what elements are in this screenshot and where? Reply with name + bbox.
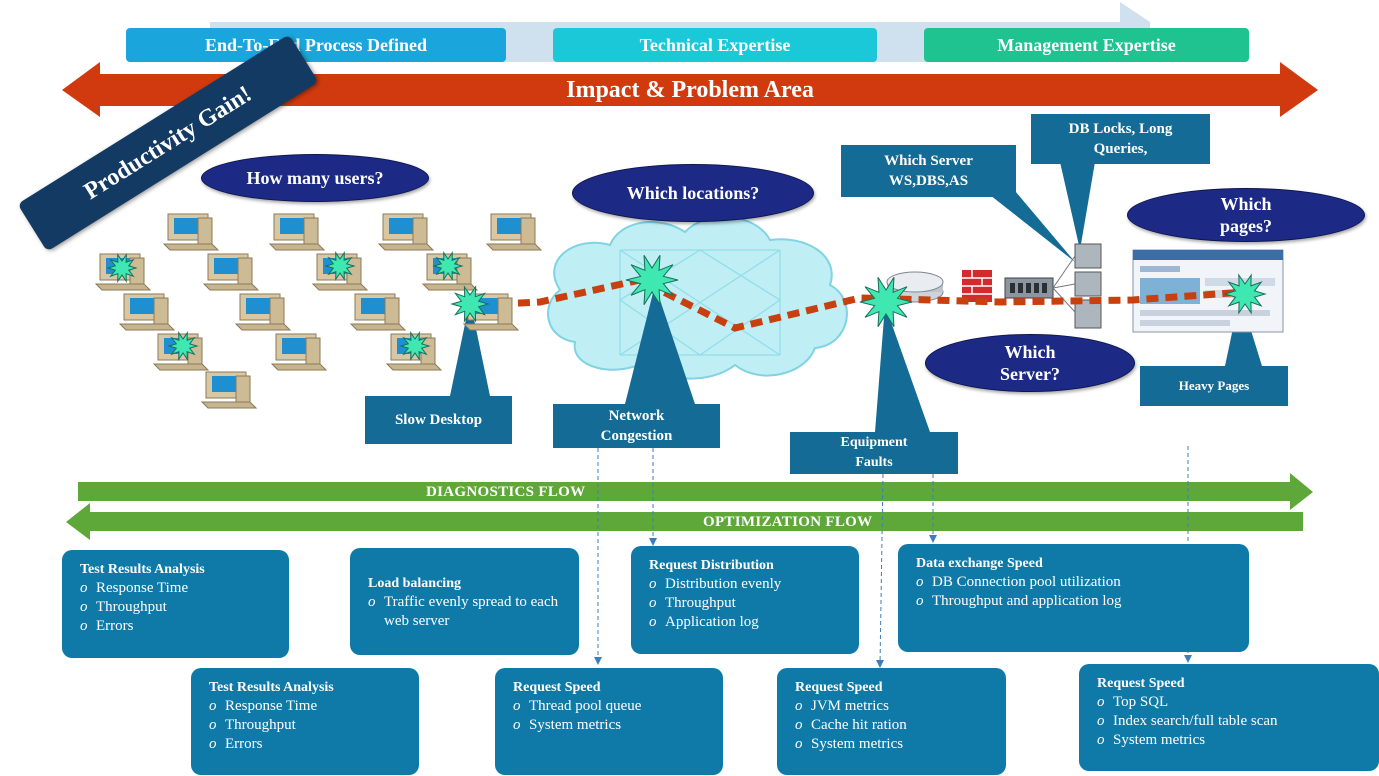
server-stack-icon bbox=[1052, 243, 1102, 329]
question-locations: Which locations? bbox=[572, 164, 814, 222]
card-item: Index search/full table scan bbox=[1097, 712, 1365, 731]
computer-icon bbox=[200, 371, 258, 409]
card-data-exchange: Data exchange Speed DB Connection pool u… bbox=[898, 544, 1249, 652]
card-item: Thread pool queue bbox=[513, 697, 709, 716]
card-item: Top SQL bbox=[1097, 693, 1365, 712]
computer-icon bbox=[485, 213, 543, 251]
computer-icon bbox=[270, 333, 328, 371]
card-title: Request Speed bbox=[795, 680, 883, 695]
impact-banner-label: Impact & Problem Area bbox=[566, 77, 814, 103]
card-item: Errors bbox=[80, 617, 275, 636]
burst-icon bbox=[106, 253, 138, 283]
callout-equipment-faults: Equipment Faults bbox=[790, 432, 958, 474]
diagnostics-flow-arrow bbox=[78, 473, 1313, 510]
burst-icon bbox=[399, 331, 431, 361]
card-title: Request Speed bbox=[513, 680, 601, 695]
card-items: JVM metrics Cache hit ration System metr… bbox=[795, 697, 992, 754]
card-items: Top SQL Index search/full table scan Sys… bbox=[1097, 693, 1365, 750]
card-item: Distribution evenly bbox=[649, 575, 845, 594]
card-item: Throughput and application log bbox=[916, 592, 1235, 611]
computer-icon bbox=[202, 253, 260, 291]
card-item: DB Connection pool utilization bbox=[916, 573, 1235, 592]
card-title: Request Distribution bbox=[649, 558, 774, 573]
computer-icon bbox=[377, 213, 435, 251]
card-title: Test Results Analysis bbox=[80, 562, 205, 577]
pointer-db-locks bbox=[1060, 162, 1095, 250]
computer-icon bbox=[118, 293, 176, 331]
pill-label: Technical Expertise bbox=[639, 34, 791, 55]
burst-icon bbox=[859, 277, 913, 327]
card-item: JVM metrics bbox=[795, 697, 992, 716]
card-item: System metrics bbox=[513, 716, 709, 735]
callout-db-locks: DB Locks, Long Queries, bbox=[1031, 114, 1210, 164]
card-title: Test Results Analysis bbox=[209, 680, 334, 695]
diagnostics-flow-label: DIAGNOSTICS FLOW bbox=[426, 484, 586, 500]
pointer-network bbox=[625, 285, 695, 404]
card-request-distribution: Request Distribution Distribution evenly… bbox=[631, 546, 859, 654]
card-item: System metrics bbox=[795, 735, 992, 754]
callout-which-server-types: Which Server WS,DBS,AS bbox=[841, 145, 1016, 197]
burst-icon bbox=[1223, 273, 1267, 315]
problem-bursts bbox=[106, 251, 1267, 361]
problem-path bbox=[479, 276, 1246, 332]
card-items: Response Time Throughput Errors bbox=[209, 697, 405, 754]
card-item: Throughput bbox=[649, 594, 845, 613]
firewall-icon bbox=[962, 270, 992, 302]
burst-icon bbox=[625, 255, 679, 305]
impact-double-arrow bbox=[62, 62, 1318, 117]
card-item: Application log bbox=[649, 613, 845, 632]
card-items: Response Time Throughput Errors bbox=[80, 579, 275, 636]
question-pages: Which pages? bbox=[1127, 188, 1365, 242]
computer-icon bbox=[349, 293, 407, 331]
card-title: Load balancing bbox=[368, 576, 461, 591]
optimization-flow-label: OPTIMIZATION FLOW bbox=[703, 514, 873, 530]
pill-label: End-To-End Process Defined bbox=[204, 34, 428, 55]
card-item: Traffic evenly spread to each web server bbox=[368, 593, 565, 631]
optimization-flow-arrow bbox=[66, 503, 1303, 540]
card-request-speed-3: Request Speed Top SQL Index search/full … bbox=[1079, 664, 1379, 771]
computer-icon bbox=[268, 213, 326, 251]
card-title: Request Speed bbox=[1097, 676, 1185, 691]
card-test-results-1: Test Results Analysis Response Time Thro… bbox=[62, 550, 289, 658]
pointer-equipment bbox=[875, 305, 930, 432]
card-item: Throughput bbox=[80, 598, 275, 617]
card-items: Distribution evenly Throughput Applicati… bbox=[649, 575, 845, 632]
burst-icon bbox=[450, 285, 490, 323]
card-items: Thread pool queue System metrics bbox=[513, 697, 709, 735]
network-cloud bbox=[547, 216, 848, 380]
callout-slow-desktop: Slow Desktop bbox=[365, 396, 512, 444]
burst-icon bbox=[324, 251, 356, 281]
card-item: Errors bbox=[209, 735, 405, 754]
card-title: Data exchange Speed bbox=[916, 556, 1043, 571]
callout-heavy-pages: Heavy Pages bbox=[1140, 366, 1288, 406]
pill-label: Management Expertise bbox=[997, 34, 1176, 55]
card-test-results-2: Test Results Analysis Response Time Thro… bbox=[191, 668, 419, 775]
card-item: System metrics bbox=[1097, 731, 1365, 750]
card-request-speed-1: Request Speed Thread pool queue System m… bbox=[495, 668, 723, 775]
card-load-balancing: Load balancing Traffic evenly spread to … bbox=[350, 548, 579, 655]
card-item: Throughput bbox=[209, 716, 405, 735]
card-item: Response Time bbox=[209, 697, 405, 716]
card-items: DB Connection pool utilization Throughpu… bbox=[916, 573, 1235, 611]
burst-icon bbox=[432, 251, 464, 281]
pill-management-expertise: Management Expertise bbox=[924, 28, 1249, 62]
burst-icon bbox=[167, 331, 199, 361]
pointer-slow-desktop bbox=[450, 300, 490, 396]
web-page-thumbnail bbox=[1132, 249, 1284, 333]
pill-technical-expertise: Technical Expertise bbox=[553, 28, 877, 62]
card-item: Cache hit ration bbox=[795, 716, 992, 735]
switch-icon bbox=[1004, 277, 1054, 299]
computer-icon bbox=[234, 293, 292, 331]
question-users: How many users? bbox=[201, 154, 429, 202]
callout-network-congestion: Network Congestion bbox=[553, 404, 720, 448]
pill-process-defined: End-To-End Process Defined bbox=[126, 28, 506, 62]
card-items: Traffic evenly spread to each web server bbox=[368, 593, 565, 631]
pointer-which-server bbox=[990, 185, 1075, 262]
computer-icon bbox=[162, 213, 220, 251]
card-request-speed-2: Request Speed JVM metrics Cache hit rati… bbox=[777, 668, 1006, 775]
card-item: Response Time bbox=[80, 579, 275, 598]
question-server: Which Server? bbox=[925, 334, 1135, 392]
